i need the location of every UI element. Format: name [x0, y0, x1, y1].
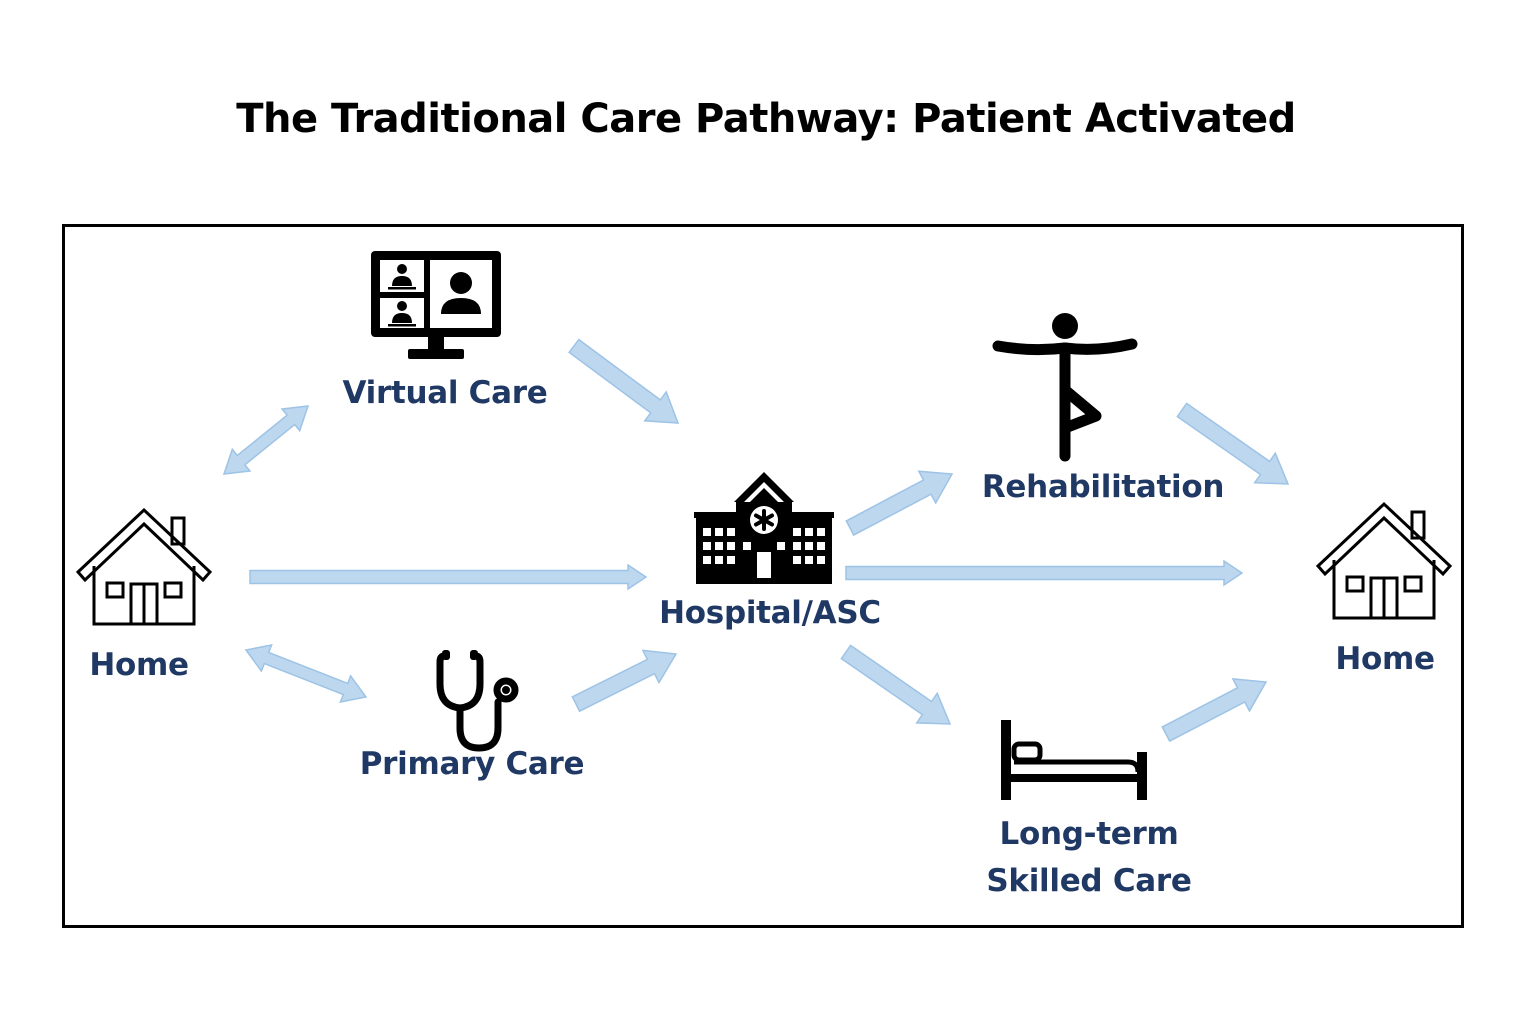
arrow-home-to-hospital-asc	[249, 563, 648, 591]
arrow-rehabilitation-to-home	[1176, 402, 1290, 485]
house-icon	[76, 507, 213, 626]
home-left-label: Home	[89, 647, 189, 683]
hospital-asc-label: Hospital/ASC	[659, 595, 881, 631]
arrow-home-to-primary-care	[244, 644, 368, 703]
house-icon	[1316, 501, 1453, 620]
arrow-hospital-asc-to-long-term-skilled-care	[840, 644, 952, 725]
long-term-label-line2: Skilled Care	[986, 863, 1192, 899]
arrow-hospital-asc-to-home	[845, 559, 1244, 587]
rehabilitation-label: Rehabilitation	[981, 469, 1225, 505]
arrow-primary-care-to-hospital-asc	[571, 649, 678, 713]
virtual-care-label: Virtual Care	[342, 375, 548, 411]
diagram-title: The Traditional Care Pathway: Patient Ac…	[236, 96, 1296, 142]
hospital-building-icon	[694, 472, 834, 584]
primary-care-label: Primary Care	[359, 746, 585, 782]
video-conference-monitor-icon	[371, 251, 501, 359]
home-right-label: Home	[1335, 641, 1435, 677]
arrow-hospital-asc-to-rehabilitation	[845, 470, 954, 537]
long-term-label-line1: Long-term	[999, 816, 1179, 852]
arrow-virtual-care-to-hospital-asc	[568, 338, 680, 424]
arrow-home-to-virtual-care	[222, 405, 310, 475]
diagram-frame	[62, 224, 1464, 928]
stethoscope-icon	[436, 650, 519, 752]
arrow-long-term-skilled-care-to-home	[1161, 678, 1268, 743]
yoga-tree-pose-icon	[992, 313, 1138, 462]
bed-icon	[1001, 720, 1147, 800]
